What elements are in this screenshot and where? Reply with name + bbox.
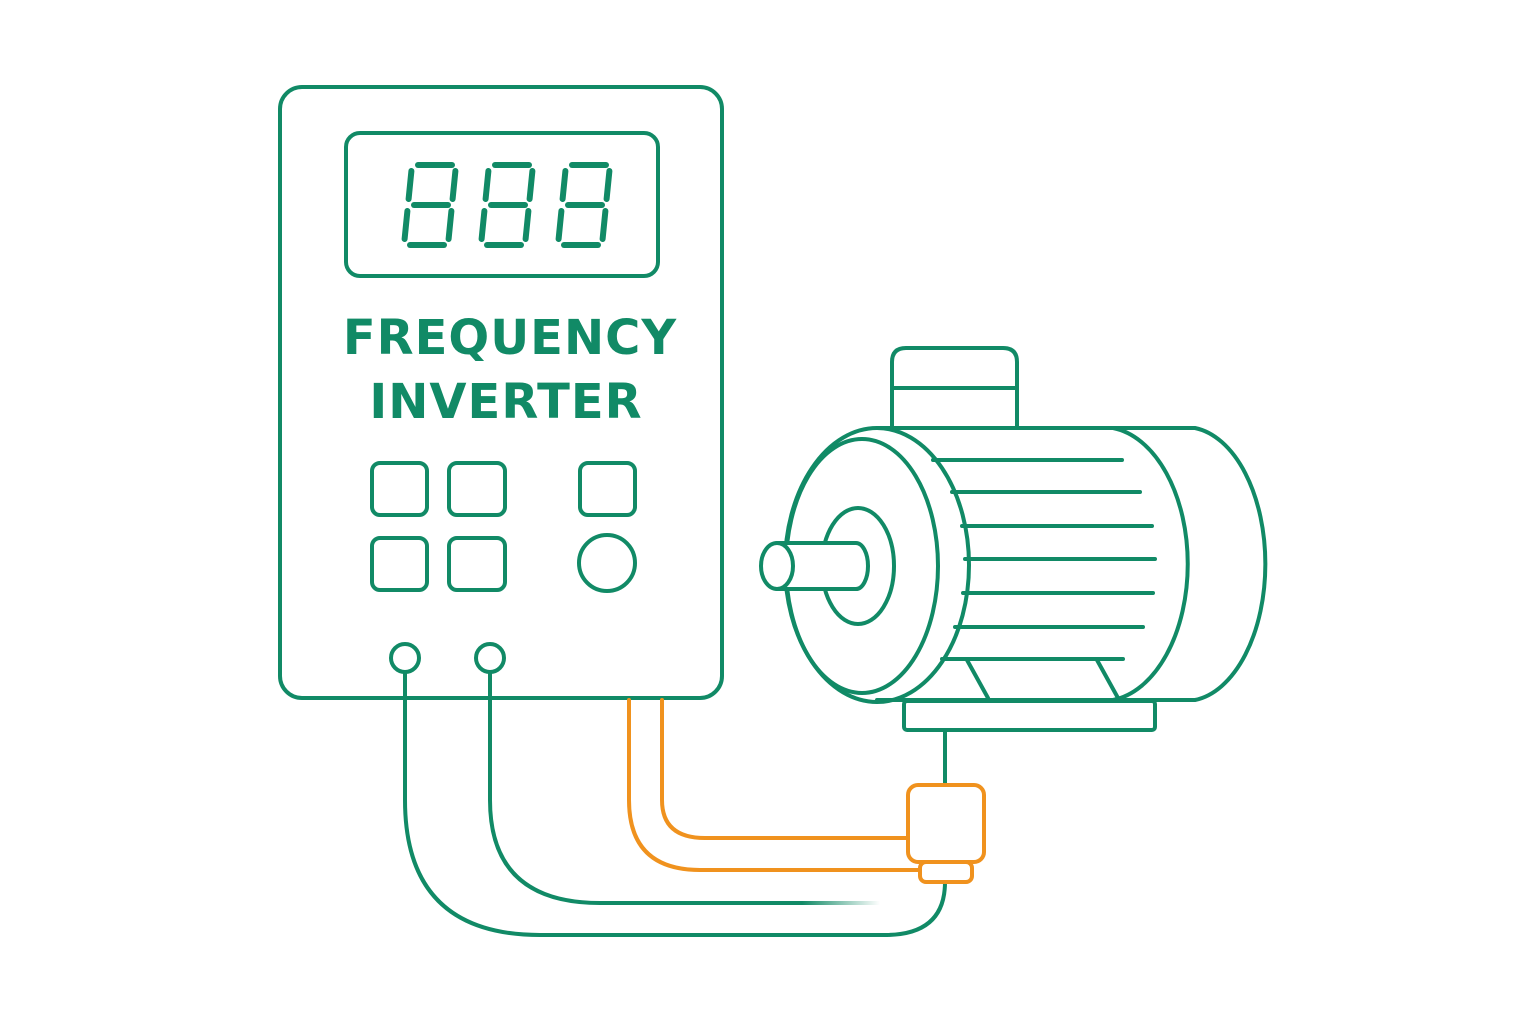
keypad-button-2[interactable] [447, 461, 507, 517]
keypad-button-1[interactable] [370, 461, 429, 517]
display-segment [478, 208, 488, 242]
shaft-end [759, 541, 795, 591]
terminal-box [890, 346, 1019, 430]
motor-body [875, 426, 1268, 702]
motor-shaft [775, 541, 870, 591]
display-segment [445, 208, 455, 242]
display-segment [559, 168, 569, 202]
cable-connector [906, 783, 986, 864]
display-segment [522, 208, 532, 242]
display-segment [401, 208, 411, 242]
cooling-fins [931, 458, 1157, 661]
terminal-right [474, 642, 506, 674]
cables [403, 670, 986, 937]
motor-end-seam [1111, 426, 1190, 702]
green-cable-outer [403, 670, 947, 937]
display-segment [482, 168, 492, 202]
round-control-knob[interactable] [577, 533, 637, 593]
inverter-title-line2: INVERTER [369, 374, 642, 430]
connector-gland [918, 860, 974, 884]
display-segment [555, 208, 565, 242]
terminal-left [389, 642, 421, 674]
display-segment [526, 168, 536, 202]
orange-cable-inner [660, 698, 910, 840]
keypad-button-3[interactable] [578, 461, 637, 517]
keypad-button-5[interactable] [447, 536, 507, 592]
motor-feet [965, 658, 1120, 700]
display-digits [401, 162, 613, 248]
inverter-title-line1: FREQUENCY [343, 310, 678, 366]
green-cable-inner [488, 670, 882, 905]
orange-cable-outer [627, 698, 920, 872]
frequency-inverter: FREQUENCY INVERTER [278, 85, 724, 700]
electric-motor [759, 346, 1268, 732]
display-segment [405, 168, 415, 202]
display-segment [603, 168, 613, 202]
display-segment [599, 208, 609, 242]
motor-base [902, 699, 1157, 732]
display-segment [449, 168, 459, 202]
seven-segment-display [344, 131, 660, 278]
keypad-button-4[interactable] [370, 536, 429, 592]
inverter-housing [278, 85, 724, 700]
